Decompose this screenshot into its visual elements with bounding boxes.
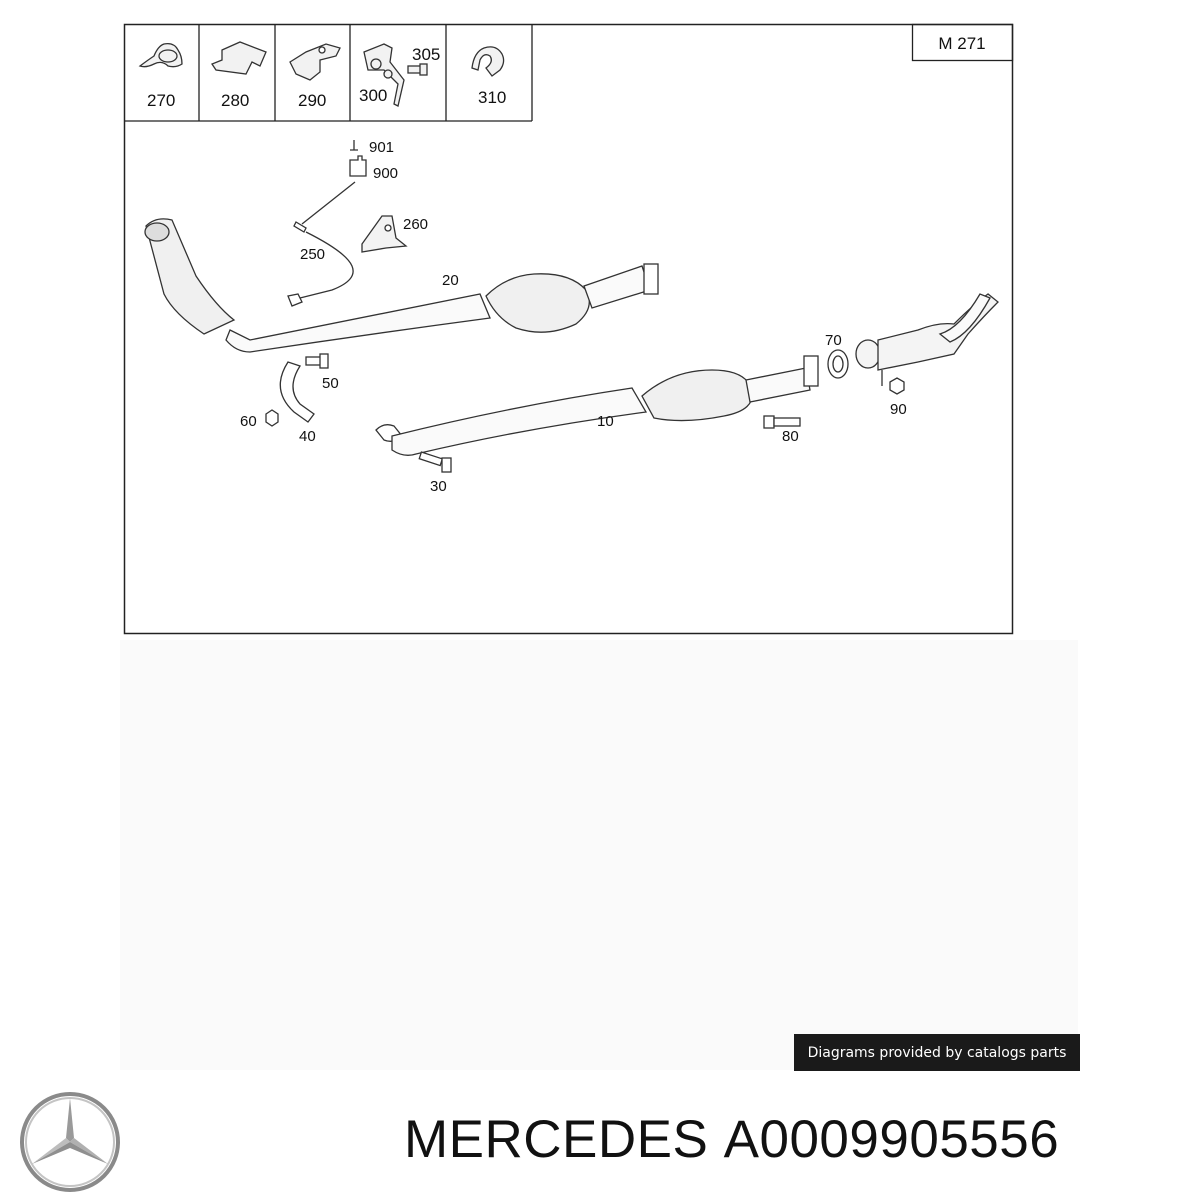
part-label-80: 80: [782, 428, 799, 445]
bolt-80-icon: [763, 415, 801, 429]
part-label-270: 270: [147, 91, 175, 110]
sensor-plug-900-icon: [301, 140, 367, 225]
exhaust-parts-diagram: 270 280 290 300 305 310 M 271: [123, 23, 1014, 635]
part-label-60: 60: [240, 413, 257, 430]
diagram-frame: [123, 23, 1014, 635]
clamp-310-icon: [471, 46, 505, 77]
bolt-50-icon: [305, 353, 329, 369]
nut-90-icon: [881, 370, 905, 395]
part-label-250: 250: [300, 246, 325, 263]
clamp-40-icon: [279, 361, 315, 423]
part-label-305: 305: [412, 45, 440, 64]
bracket-280-icon: [211, 41, 267, 75]
credit-banner: Diagrams provided by catalogs parts: [794, 1034, 1080, 1071]
part-label-310: 310: [478, 88, 506, 107]
mercedes-star-icon: [20, 1092, 120, 1192]
heat-shield-260-icon: [361, 215, 408, 253]
part-label-280: 280: [221, 91, 249, 110]
brand-name: MERCEDES: [404, 1110, 709, 1169]
part-label-20: 20: [442, 272, 459, 289]
part-label-900: 900: [373, 165, 398, 182]
page-background: [120, 640, 1078, 1070]
front-pipe-20-icon: [144, 218, 659, 353]
oxygen-sensor-250-icon: [287, 221, 354, 307]
gasket-70-icon: [827, 349, 849, 379]
rear-section-pipe-icon: [855, 293, 999, 371]
part-label-30: 30: [430, 478, 447, 495]
part-label-260: 260: [403, 216, 428, 233]
clamp-270-icon: [138, 42, 183, 68]
bracket-290-icon: [289, 43, 341, 81]
part-number: A0009905556: [723, 1110, 1060, 1169]
part-label-90: 90: [890, 401, 907, 418]
model-code: M 271: [938, 34, 985, 53]
bolt-305-icon: [407, 63, 428, 76]
part-label-290: 290: [298, 91, 326, 110]
bracket-300-icon: [363, 43, 405, 107]
nut-60-icon: [265, 409, 279, 427]
rear-pipe-10-icon: [375, 355, 819, 456]
part-label-901: 901: [369, 139, 394, 156]
part-label-70: 70: [825, 332, 842, 349]
header-grid: [124, 23, 1014, 122]
part-title: MERCEDES A0009905556: [404, 1110, 1059, 1170]
part-label-50: 50: [322, 375, 339, 392]
part-label-40: 40: [299, 428, 316, 445]
bolt-30-icon: [418, 451, 452, 473]
part-label-300: 300: [359, 86, 387, 105]
part-label-10: 10: [597, 413, 614, 430]
